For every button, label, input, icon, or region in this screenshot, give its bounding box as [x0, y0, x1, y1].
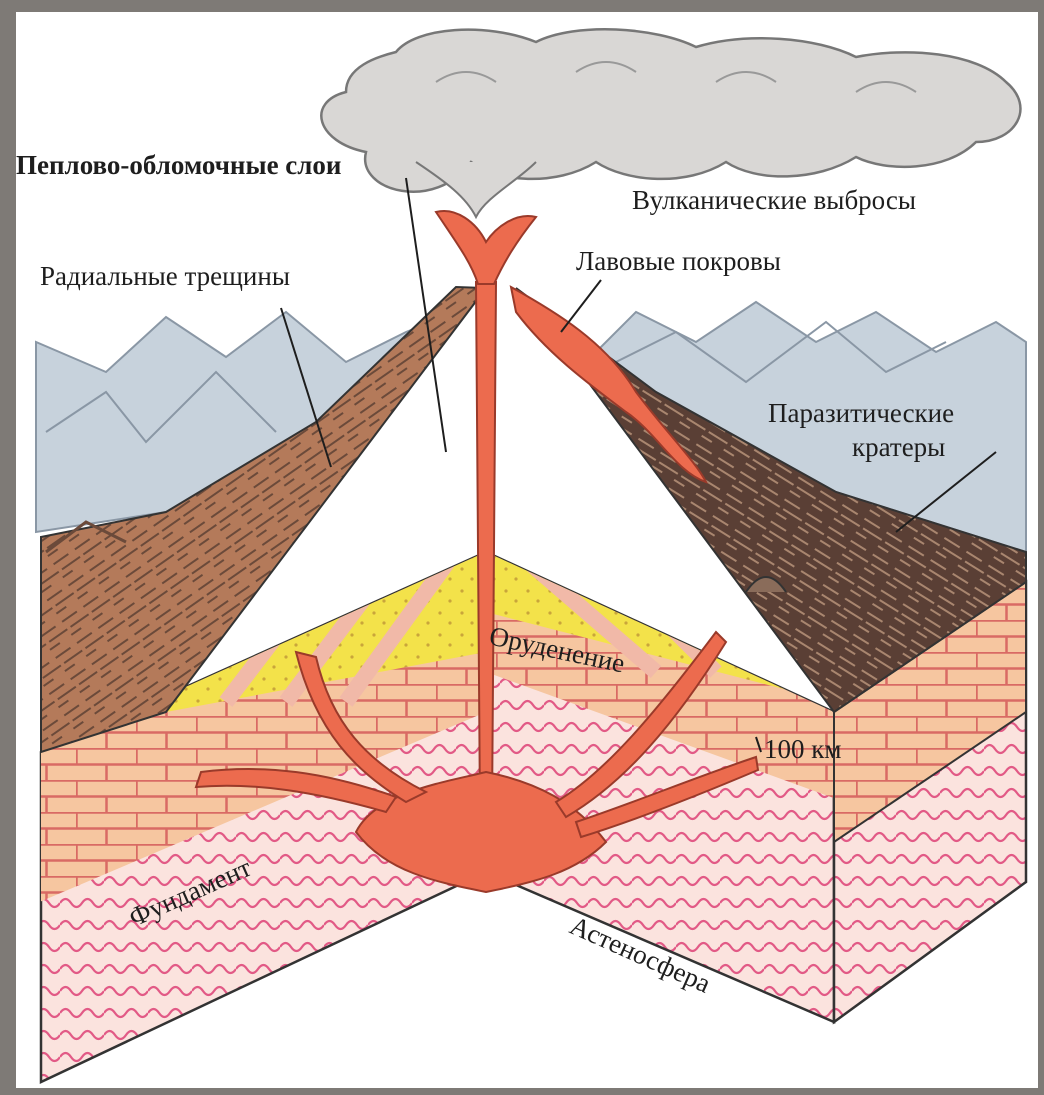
label-depth: 100 км	[764, 734, 841, 764]
label-ash-layers: Пеплово-обломочные слои	[16, 150, 342, 180]
leader-lava-flows	[561, 280, 601, 332]
volcano-diagram: Пеплово-обломочные слои Вулканические вы…	[16, 12, 1038, 1088]
label-parasitic-craters-1: Паразитические	[768, 398, 954, 428]
volcano-cross-section: Пеплово-обломочные слои Вулканические вы…	[16, 12, 1038, 1088]
label-volcanic-ejecta: Вулканические выбросы	[632, 185, 916, 215]
label-radial-cracks: Радиальные трещины	[40, 261, 290, 291]
label-lava-flows: Лавовые покровы	[576, 246, 781, 276]
label-parasitic-craters-2: кратеры	[852, 432, 945, 462]
main-conduit	[476, 282, 496, 812]
